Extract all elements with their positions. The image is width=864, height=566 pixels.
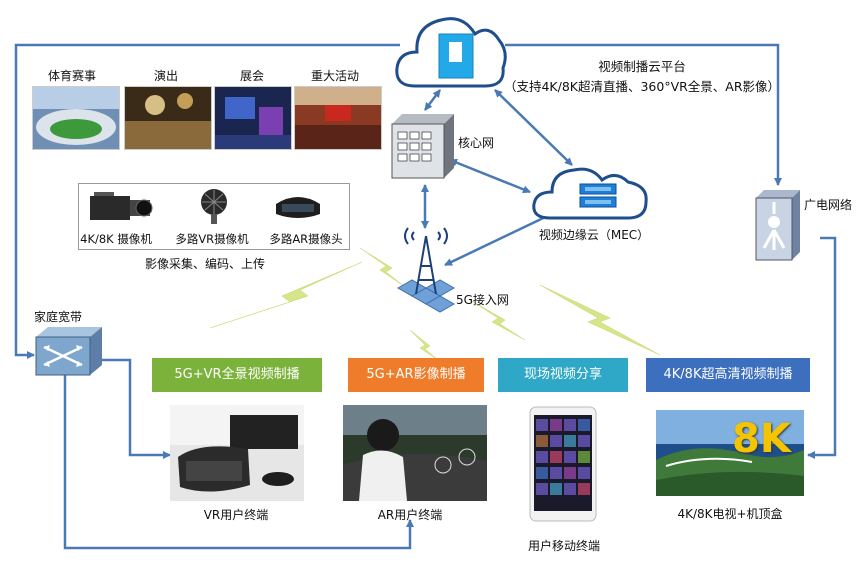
cloud-platform-icon [395, 17, 507, 88]
link-edge-tower [444, 208, 561, 267]
capture-label-vr: 多路VR摄像机 [175, 232, 249, 246]
core-network-label: 核心网 [458, 136, 495, 150]
link-broadcast-tv [807, 236, 837, 459]
event-label-sports: 体育赛事 [47, 69, 97, 83]
vr-headset-photo [170, 405, 304, 501]
vr-camera-icon [201, 189, 227, 224]
edge-cloud-icon [532, 167, 648, 220]
link-core-edge [449, 158, 531, 194]
photo-exhibition [214, 86, 292, 150]
capture-label-ar: 多路AR摄像头 [269, 232, 343, 246]
wireless-bolt-8k [539, 284, 661, 356]
terminal-label-vr: VR用户终端 [203, 508, 269, 522]
edge-cloud-label: 视频边缘云（MEC） [538, 228, 650, 242]
link-cloud-home [14, 43, 400, 359]
ar-camera-icon [276, 197, 320, 218]
event-label-major: 重大活动 [310, 69, 360, 83]
service-banner-8k: 4K/8K超高清视频制播 [646, 358, 810, 392]
home-broadband-icon [35, 327, 102, 376]
tv-8k-photo [656, 410, 804, 496]
service-banner-vr: 5G+VR全景视频制播 [152, 358, 322, 392]
capture-caption: 影像采集、编码、上传 [144, 257, 266, 271]
mobile-phone-photo [529, 406, 597, 522]
capture-label-4k8k: 4K/8K 摄像机 [80, 232, 152, 246]
cloud-platform-subtitle: （支持4K/8K超清直播、360°VR全景、AR影像） [503, 79, 781, 94]
service-banner-ar: 5G+AR影像制播 [348, 358, 484, 392]
photo-major-event [294, 86, 382, 150]
tv-8k-badge: 8K [732, 416, 791, 462]
link-cloud-core [424, 89, 441, 111]
tower-5g-icon [396, 227, 456, 313]
wireless-bolt-ar [409, 329, 439, 361]
terminal-label-ar: AR用户终端 [377, 508, 443, 522]
cloud-platform-title: 视频制播云平台 [598, 59, 686, 74]
photo-stadium [32, 86, 120, 150]
cinema-camera-icon [90, 192, 153, 220]
wireless-bolt-share [469, 299, 526, 341]
home-broadband-label: 家庭宽带 [34, 310, 83, 324]
link-home-vr [100, 358, 171, 459]
link-home-ar [63, 375, 414, 550]
link-cloud-broadcast [505, 43, 782, 186]
ar-rider-photo [343, 405, 487, 501]
terminal-label-mobile: 用户移动终端 [527, 539, 601, 553]
link-cloud-edge [494, 89, 573, 166]
core-network-icon [391, 114, 454, 179]
broadcast-network-icon [755, 190, 800, 261]
terminal-label-tv: 4K/8K电视+机顶盒 [677, 507, 783, 521]
broadcast-network-label: 广电网络 [804, 198, 853, 212]
service-banner-share: 现场视频分享 [498, 358, 628, 392]
access-5g-label: 5G接入网 [456, 293, 509, 307]
photo-concert [124, 86, 212, 150]
event-label-show: 演出 [153, 69, 179, 83]
event-label-exhibition: 展会 [239, 69, 265, 83]
wireless-bolt-vr [209, 261, 363, 329]
